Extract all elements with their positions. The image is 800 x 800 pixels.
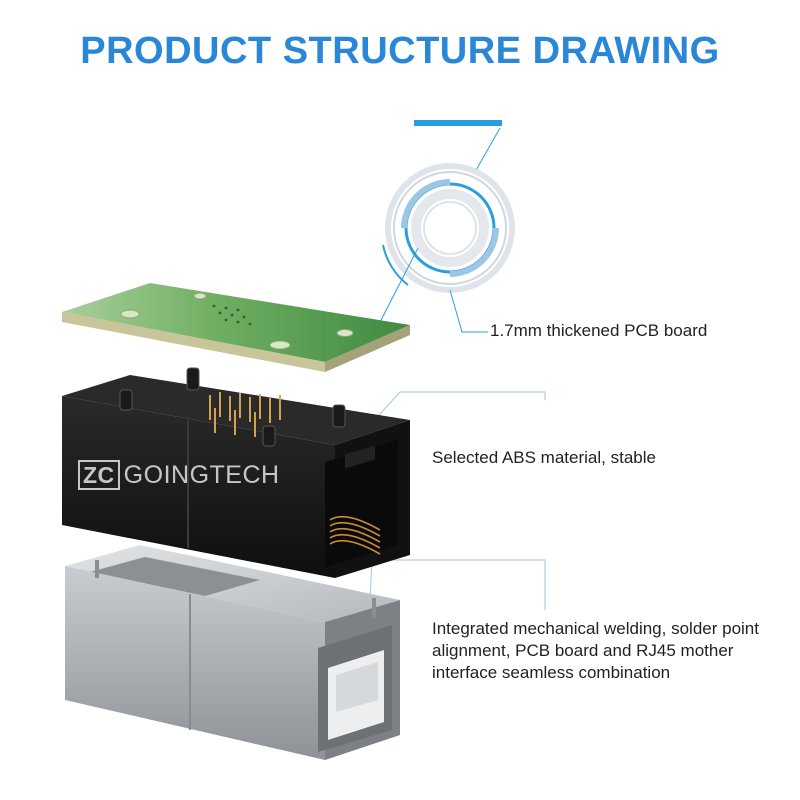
- callout-welding: Integrated mechanical welding, solder po…: [432, 619, 759, 682]
- brand-logo-mark: ZC: [78, 460, 120, 490]
- leader-line-weld: [369, 559, 546, 610]
- leader-line-pcb: [377, 247, 419, 327]
- leader-line-zoom: [474, 127, 501, 173]
- leader-line-pcb-2: [449, 289, 488, 333]
- leader-line-abs: [369, 391, 546, 426]
- brand-name: GOINGTECH: [123, 461, 280, 489]
- callout-pcb-board: 1.7mm thickened PCB board: [490, 321, 708, 340]
- pcb-board: [62, 283, 410, 372]
- abs-housing: [62, 367, 410, 578]
- pcb-zoom-circle: [382, 163, 515, 293]
- page-title: PRODUCT STRUCTURE DRAWING: [80, 30, 720, 72]
- accent-bar: [414, 120, 502, 126]
- metal-shield: [65, 545, 400, 760]
- callout-abs-material: Selected ABS material, stable: [432, 448, 656, 467]
